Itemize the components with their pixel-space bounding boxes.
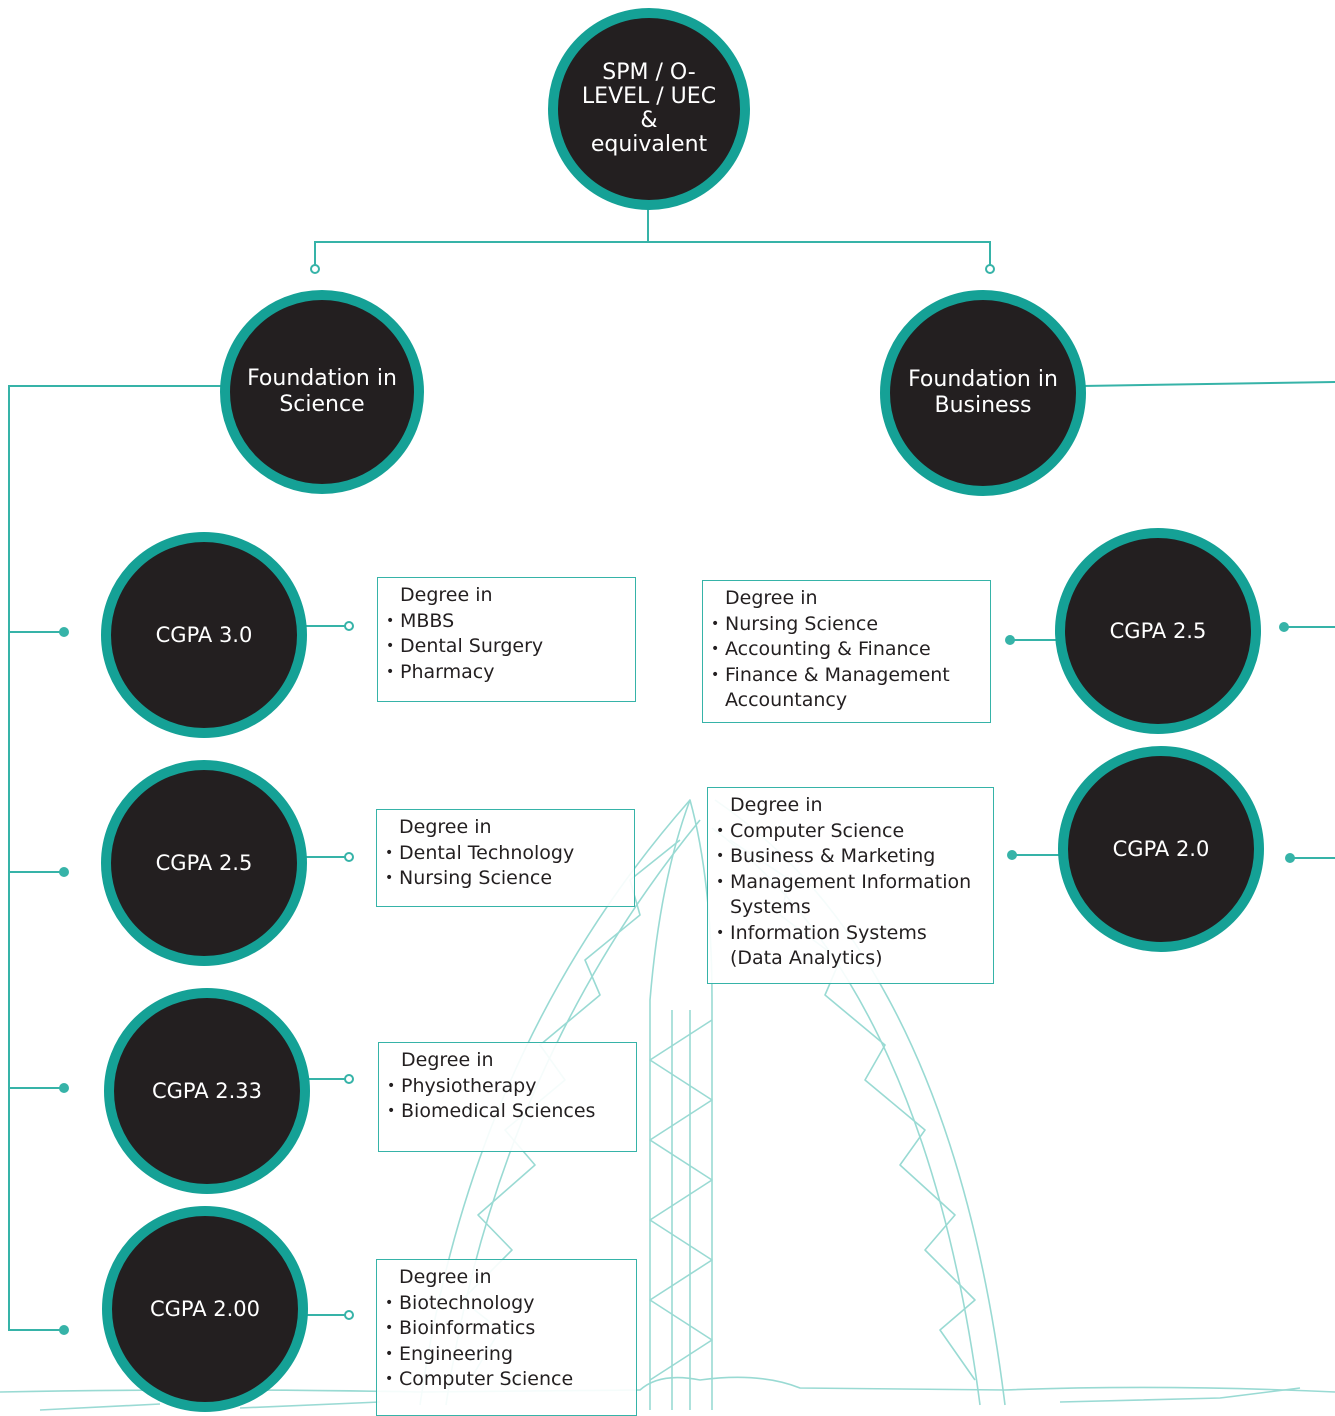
node-business-cgpa-2-0: CGPA 2.0 [1058, 746, 1264, 952]
degree-item: Physiotherapy [387, 1074, 628, 1100]
degree-box-heading: Degree in [399, 816, 492, 838]
node-science-cgpa-2-00: CGPA 2.00 [102, 1206, 308, 1412]
degree-box-science-cgpa-2-33: Degree in Physiotherapy Biomedical Scien… [378, 1042, 637, 1152]
node-science-cgpa-3-0: CGPA 3.0 [101, 532, 307, 738]
node-science-cgpa-2-5: CGPA 2.5 [101, 760, 307, 966]
degree-item: Biomedical Sciences [387, 1099, 628, 1125]
degree-item: Finance & Management Accountancy [711, 663, 982, 714]
degree-item: Dental Technology [385, 841, 626, 867]
degree-item: Computer Science [385, 1367, 628, 1393]
node-science-cgpa-2-00-label: CGPA 2.00 [149, 1297, 261, 1321]
degree-item: Business & Marketing [716, 844, 985, 870]
degree-item: Management Information Systems [716, 870, 985, 921]
node-foundation-in-science-label: Foundation in Science [247, 366, 397, 417]
node-business-cgpa-2-5: CGPA 2.5 [1055, 528, 1261, 734]
node-science-cgpa-2-5-label: CGPA 2.5 [155, 851, 253, 875]
degree-box-heading: Degree in [400, 584, 493, 606]
degree-item: Pharmacy [386, 660, 627, 686]
degree-item: MBBS [386, 609, 627, 635]
degree-box-science-cgpa-2-00: Degree in Biotechnology Bioinformatics E… [376, 1259, 637, 1416]
degree-item: Engineering [385, 1342, 628, 1368]
degree-item: Information Systems (Data Analytics) [716, 921, 985, 972]
degree-item: Biotechnology [385, 1291, 628, 1317]
node-science-cgpa-3-0-label: CGPA 3.0 [155, 623, 253, 647]
node-entry-qualifications: SPM / O-LEVEL / UEC & equivalent [548, 8, 750, 210]
degree-box-heading: Degree in [399, 1266, 492, 1288]
degree-box-heading: Degree in [730, 794, 823, 816]
degree-item: Nursing Science [385, 866, 626, 892]
degree-box-science-cgpa-3-0: Degree in MBBS Dental Surgery Pharmacy [377, 577, 636, 702]
degree-box-business-cgpa-2-0: Degree in Computer Science Business & Ma… [707, 787, 994, 984]
node-business-cgpa-2-0-label: CGPA 2.0 [1112, 837, 1210, 861]
degree-item: Nursing Science [711, 612, 982, 638]
node-foundation-in-business-label: Foundation in Business [908, 367, 1058, 418]
degree-item: Computer Science [716, 819, 985, 845]
degree-item: Bioinformatics [385, 1316, 628, 1342]
degree-item: Dental Surgery [386, 634, 627, 660]
degree-box-heading: Degree in [725, 587, 818, 609]
node-foundation-in-business: Foundation in Business [880, 290, 1086, 496]
degree-item: Accounting & Finance [711, 637, 982, 663]
node-foundation-in-science: Foundation in Science [220, 290, 424, 494]
degree-box-science-cgpa-2-5: Degree in Dental Technology Nursing Scie… [376, 809, 635, 907]
degree-box-business-cgpa-2-5: Degree in Nursing Science Accounting & F… [702, 580, 991, 723]
node-business-cgpa-2-5-label: CGPA 2.5 [1109, 619, 1207, 643]
degree-box-heading: Degree in [401, 1049, 494, 1071]
node-entry-qualifications-label: SPM / O-LEVEL / UEC & equivalent [581, 60, 717, 157]
node-science-cgpa-2-33-label: CGPA 2.33 [151, 1079, 263, 1103]
node-science-cgpa-2-33: CGPA 2.33 [104, 988, 310, 1194]
